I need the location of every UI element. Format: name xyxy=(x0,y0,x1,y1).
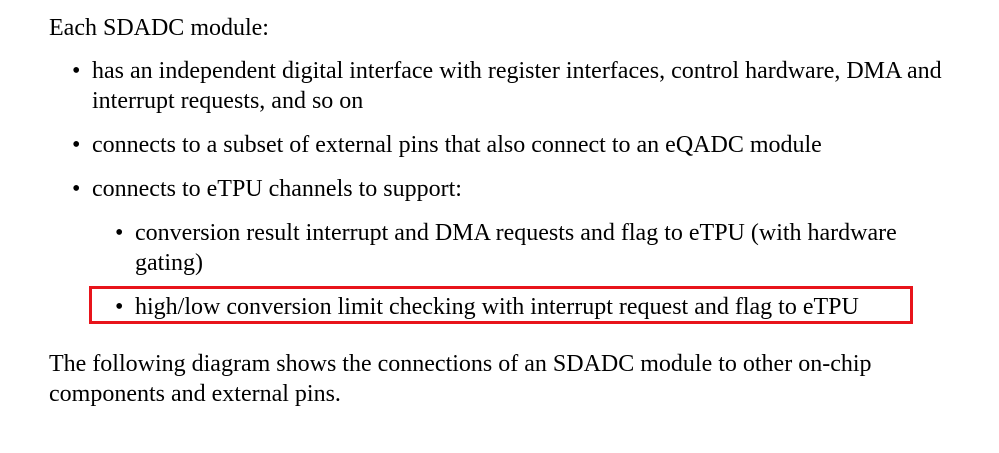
feature-list: • has an independent digital interface w… xyxy=(49,56,949,336)
list-item: • has an independent digital interface w… xyxy=(49,56,949,116)
list-item-text: connects to a subset of external pins th… xyxy=(92,132,822,158)
sub-feature-list: • conversion result interrupt and DMA re… xyxy=(92,218,949,322)
sub-list-item-text: conversion result interrupt and DMA requ… xyxy=(135,220,897,276)
bullet-icon: • xyxy=(115,220,124,246)
bullet-icon: • xyxy=(72,132,81,158)
list-item-text: has an independent digital interface wit… xyxy=(92,58,942,114)
sub-list-item-text: high/low conversion limit checking with … xyxy=(135,294,859,320)
bullet-icon: • xyxy=(115,294,124,320)
sub-list-item: • conversion result interrupt and DMA re… xyxy=(92,218,949,278)
sub-list-item-highlighted: • high/low conversion limit checking wit… xyxy=(92,292,949,322)
bullet-icon: • xyxy=(72,58,81,84)
list-item: • connects to a subset of external pins … xyxy=(49,130,949,160)
outro-text: The following diagram shows the connecti… xyxy=(49,351,872,407)
bullet-icon: • xyxy=(72,176,81,202)
list-item: • connects to eTPU channels to support: … xyxy=(49,174,949,322)
intro-text: Each SDADC module: xyxy=(49,15,269,41)
list-item-text: connects to eTPU channels to support: xyxy=(92,176,462,202)
